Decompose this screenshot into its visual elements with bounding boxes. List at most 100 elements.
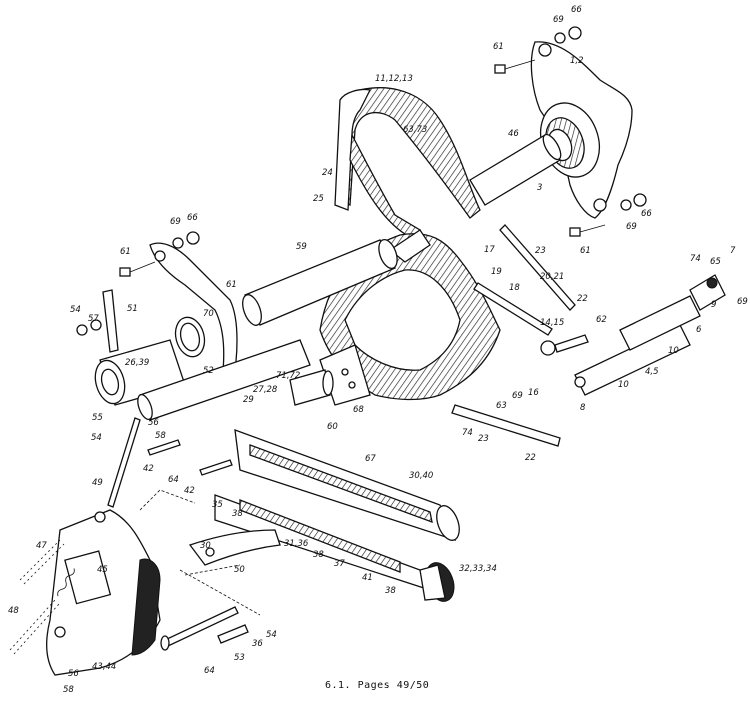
shaft-52 <box>137 339 311 421</box>
upper-right-bracket <box>530 41 633 219</box>
spring-47 <box>19 539 75 597</box>
bolt-61-right <box>569 224 606 237</box>
label-1-2-top: 1,2 <box>570 56 584 66</box>
label-66-left: 66 <box>187 213 198 223</box>
main-shaft-46 <box>469 133 562 206</box>
label-8: 8 <box>580 403 586 413</box>
label-23-lower: 23 <box>478 434 489 444</box>
label-69-right: 69 <box>626 222 637 232</box>
label-38-a: 38 <box>232 509 243 519</box>
label-69-far: 69 <box>737 297 748 307</box>
label-38-c: 38 <box>385 586 396 596</box>
label-59: 59 <box>296 242 307 252</box>
bolt-53 <box>217 624 249 644</box>
lever-51 <box>102 289 119 353</box>
clevis-6-7 <box>689 274 726 311</box>
label-14-15: 14,15 <box>540 318 564 328</box>
washers-69-66-top <box>554 26 582 44</box>
washers-69-66-left <box>172 231 200 249</box>
label-68: 68 <box>353 405 364 415</box>
label-16: 16 <box>528 388 539 398</box>
label-47: 47 <box>36 541 47 551</box>
label-17: 17 <box>484 245 495 255</box>
end-knob <box>419 562 455 602</box>
label-45: 45 <box>97 565 108 575</box>
label-22-lower: 22 <box>525 453 536 463</box>
label-53: 53 <box>234 653 245 663</box>
label-37: 37 <box>334 559 345 569</box>
spring-48 <box>9 599 60 655</box>
label-32-33-34: 32,33,34 <box>459 564 497 574</box>
label-64-a: 64 <box>168 475 179 485</box>
page-caption: 6.1. Pages 49/50 <box>325 680 430 691</box>
label-18: 18 <box>509 283 520 293</box>
label-19: 19 <box>491 267 502 277</box>
label-58-a: 58 <box>155 431 166 441</box>
label-62: 62 <box>596 315 607 325</box>
label-49: 49 <box>92 478 103 488</box>
label-43-44: 43,44 <box>92 662 116 672</box>
label-4-5: 4,5 <box>645 367 659 377</box>
rod-22-lower <box>451 404 561 447</box>
label-61-mid: 61 <box>226 280 237 290</box>
label-61-top: 61 <box>493 42 504 52</box>
label-26-39: 26,39 <box>125 358 149 368</box>
label-20-21: 20,21 <box>540 272 564 282</box>
label-69-top: 69 <box>553 15 564 25</box>
label-6: 6 <box>696 325 702 335</box>
label-41: 41 <box>362 573 373 583</box>
label-60: 60 <box>327 422 338 432</box>
label-38-b: 38 <box>313 550 324 560</box>
bolt-61-top <box>494 59 536 74</box>
label-7: 7 <box>730 246 736 256</box>
label-11-12-13: 11,12,13 <box>375 74 413 84</box>
main-shaft-59 <box>242 238 398 326</box>
label-48: 48 <box>8 606 19 616</box>
label-57: 57 <box>88 314 99 324</box>
label-30: 30 <box>200 541 211 551</box>
label-61-right: 61 <box>580 246 591 256</box>
label-69-mid: 69 <box>512 391 523 401</box>
label-56-a: 56 <box>148 418 159 428</box>
nuts-54-57 <box>76 319 102 336</box>
label-9: 9 <box>711 300 716 310</box>
label-52: 52 <box>203 366 214 376</box>
label-10-upper: 10 <box>668 346 679 356</box>
label-56-b: 56 <box>68 669 79 679</box>
bolt-61-left <box>119 261 156 277</box>
label-55: 55 <box>92 413 103 423</box>
label-42-b: 42 <box>184 486 195 496</box>
segment-plate <box>188 529 281 566</box>
rod-22-upper <box>499 224 576 311</box>
label-23-upper: 23 <box>535 246 546 256</box>
label-69-left: 69 <box>170 217 181 227</box>
label-66-top: 66 <box>571 5 582 15</box>
label-3: 3 <box>537 183 542 193</box>
lower-plate <box>46 509 161 676</box>
label-63: 63 <box>496 401 507 411</box>
label-10-lower: 10 <box>618 380 629 390</box>
label-22-upper: 22 <box>577 294 588 304</box>
screw-18 <box>473 282 553 336</box>
label-54-a: 54 <box>70 305 81 315</box>
tube-10 <box>619 295 701 351</box>
label-29: 29 <box>243 395 254 405</box>
label-51: 51 <box>127 304 138 314</box>
label-24: 24 <box>322 168 333 178</box>
pin-60 <box>289 369 334 406</box>
label-54-b: 54 <box>91 433 102 443</box>
label-46: 46 <box>508 129 519 139</box>
label-74-a: 74 <box>690 254 701 264</box>
label-35: 35 <box>212 500 223 510</box>
label-27-28: 27,28 <box>253 385 278 395</box>
label-65: 65 <box>710 257 721 267</box>
label-50: 50 <box>234 565 245 575</box>
bolt-64-bottom <box>160 606 239 651</box>
label-70: 70 <box>203 309 214 319</box>
label-64-b: 64 <box>204 666 215 676</box>
washers-69-66-right <box>620 193 647 211</box>
label-36: 36 <box>252 639 263 649</box>
label-63-73: 63,73 <box>403 125 427 135</box>
